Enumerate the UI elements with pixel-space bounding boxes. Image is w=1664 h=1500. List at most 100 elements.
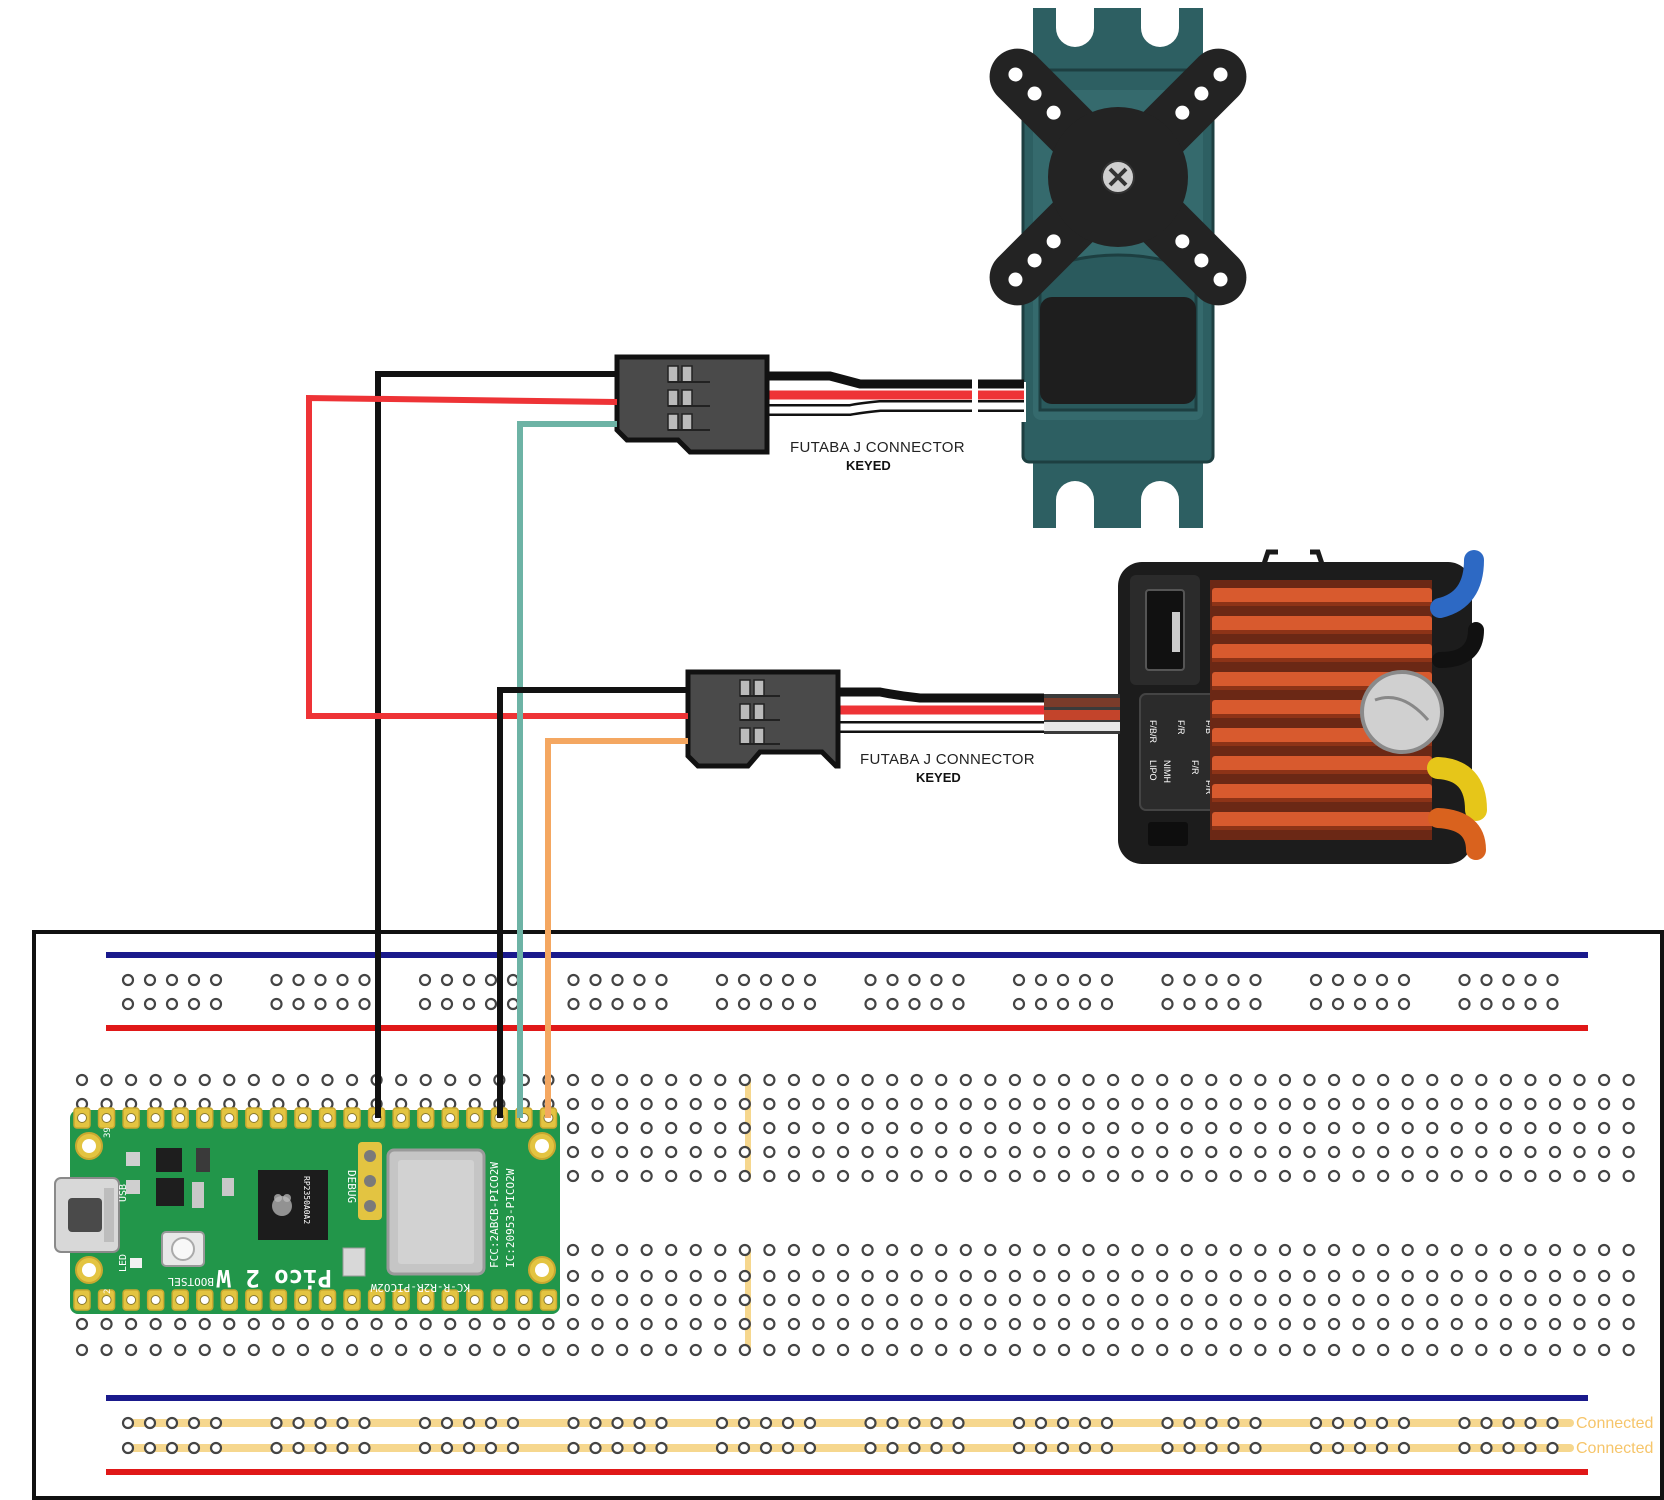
breadboard-hole (1597, 1343, 1611, 1357)
breadboard-hole (1012, 973, 1026, 987)
esc-connector-keyed: KEYED (916, 770, 961, 785)
breadboard-hole (1156, 1293, 1169, 1307)
breadboard-hole (506, 1441, 520, 1455)
breadboard-hole (1450, 1343, 1463, 1357)
breadboard-hole (1597, 1317, 1611, 1331)
breadboard-hole (1450, 1317, 1463, 1331)
breadboard-hole (75, 1317, 89, 1331)
breadboard-hole (1033, 1317, 1046, 1331)
breadboard-hole (1524, 1293, 1537, 1307)
breadboard-hole (1397, 1441, 1411, 1455)
breadboard-hole (506, 1416, 520, 1430)
breadboard-hole (1183, 1441, 1196, 1455)
breadboard-hole (886, 1097, 899, 1111)
breadboard-hole (75, 1343, 89, 1357)
breadboard-hole (1249, 973, 1262, 987)
breadboard-hole (1180, 1073, 1193, 1087)
breadboard-hole (1327, 1097, 1341, 1111)
breadboard-hole (1480, 1416, 1493, 1430)
breadboard-hole (296, 1343, 310, 1357)
breadboard-hole (174, 1073, 187, 1087)
breadboard-hole (419, 1343, 432, 1357)
breadboard-hole (615, 1073, 629, 1087)
breadboard-hole (1353, 1441, 1367, 1455)
breadboard-hole (1401, 1243, 1414, 1257)
breadboard-hole (908, 1416, 921, 1430)
breadboard-hole (1458, 973, 1471, 987)
breadboard-hole (1352, 1269, 1365, 1283)
breadboard-hole (1573, 1169, 1586, 1183)
breadboard-hole (566, 1269, 580, 1283)
breadboard-hole (314, 1416, 327, 1430)
breadboard-hole (1401, 1269, 1414, 1283)
breadboard-hole (1573, 1073, 1586, 1087)
breadboard-hole (1303, 1073, 1316, 1087)
breadboard-hole (959, 1073, 972, 1087)
breadboard-hole (296, 1317, 310, 1331)
breadboard-hole (615, 1269, 629, 1283)
breadboard-hole (1278, 1169, 1292, 1183)
breadboard-hole (1573, 1317, 1586, 1331)
breadboard-hole (1229, 1121, 1242, 1135)
breadboard-hole (1106, 1121, 1120, 1135)
breadboard-hole (591, 1073, 604, 1087)
breadboard-hole (1499, 1317, 1513, 1331)
breadboard-hole (1106, 1145, 1120, 1159)
breadboard-hole (633, 1441, 646, 1455)
breadboard-hole (1622, 1121, 1635, 1135)
breadboard-hole (462, 997, 476, 1011)
breadboard-hole (930, 973, 943, 987)
breadboard-hole (125, 1317, 138, 1331)
breadboard-hole (1106, 1073, 1120, 1087)
breadboard-hole (1082, 1097, 1095, 1111)
breadboard-hole (1229, 1097, 1242, 1111)
breadboard-hole (270, 973, 283, 987)
breadboard-hole (910, 1243, 923, 1257)
breadboard-hole (591, 1343, 604, 1357)
breadboard-hole (1082, 1293, 1095, 1307)
breadboard-hole (566, 1169, 580, 1183)
breadboard-hole (1008, 1317, 1022, 1331)
breadboard-hole (1131, 1293, 1144, 1307)
breadboard-hole (1397, 973, 1411, 987)
breadboard-hole (1475, 1317, 1488, 1331)
breadboard-hole (959, 1145, 972, 1159)
breadboard-hole (1161, 973, 1174, 987)
breadboard-hole (1546, 1416, 1559, 1430)
breadboard-hole (1309, 1441, 1323, 1455)
breadboard-hole (1229, 1269, 1242, 1283)
breadboard-hole (812, 1317, 825, 1331)
esc-connector-title: FUTABA J CONNECTOR (860, 751, 1035, 768)
breadboard-hole (1278, 1145, 1292, 1159)
bootsel-label: BOOTSEL (167, 1275, 214, 1288)
breadboard-hole (910, 1169, 923, 1183)
breadboard-hole (984, 1145, 997, 1159)
breadboard-hole (149, 1073, 162, 1087)
breadboard-hole (591, 1269, 604, 1283)
breadboard-hole (910, 1293, 923, 1307)
breadboard-hole (984, 1097, 997, 1111)
breadboard-hole (247, 1343, 260, 1357)
breadboard-hole (812, 1073, 825, 1087)
breadboard-hole (1278, 1243, 1292, 1257)
breadboard-hole (689, 1243, 702, 1257)
breadboard-hole (1377, 1121, 1390, 1135)
breadboard-hole (1229, 1343, 1242, 1357)
breadboard-hole (165, 1416, 179, 1430)
breadboard-hole (861, 1145, 874, 1159)
breadboard-hole (1401, 1073, 1414, 1087)
breadboard-hole (1597, 1293, 1611, 1307)
breadboard-hole (836, 1243, 850, 1257)
breadboard-hole (1352, 1343, 1365, 1357)
breadboard-hole (935, 1097, 948, 1111)
breadboard-hole (959, 1097, 972, 1111)
breadboard-hole (689, 1121, 702, 1135)
breadboard-hole (187, 1441, 201, 1455)
breadboard-hole (1499, 1121, 1513, 1135)
breadboard-hole (836, 1097, 850, 1111)
breadboard-hole (444, 1073, 457, 1087)
breadboard-hole (1597, 1073, 1611, 1087)
breadboard-hole (665, 1097, 678, 1111)
breadboard-hole (143, 1416, 157, 1430)
